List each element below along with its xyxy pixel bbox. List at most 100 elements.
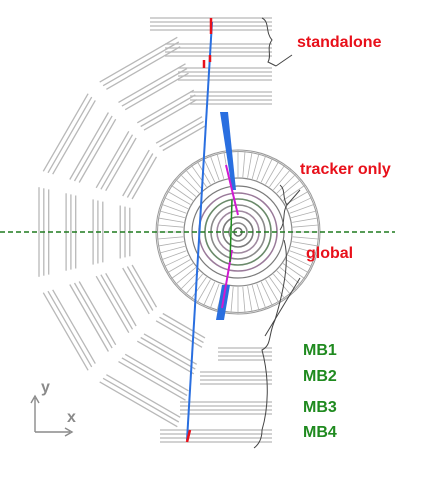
standalone-label: standalone [297, 34, 382, 51]
calorimeter-cell [292, 236, 320, 240]
calorimeter-cell [170, 184, 194, 201]
calorimeter-cell [287, 196, 313, 210]
calorimeter-cell [157, 217, 184, 223]
chamber-segment [99, 36, 178, 83]
chamber-segment [100, 134, 134, 190]
calorimeter-cell [269, 164, 286, 188]
chamber-segment [140, 94, 196, 128]
calorimeter-cell [179, 270, 200, 291]
calorimeter-cell [285, 259, 310, 274]
chamber-segment [126, 153, 154, 198]
station-label-mb3: MB3 [303, 399, 337, 416]
chamber-segment [126, 266, 154, 311]
chamber-segment [124, 353, 189, 392]
track-thick-upper [220, 112, 236, 190]
chamber-segment [143, 333, 198, 365]
muon-track [185, 18, 239, 443]
station-label-mb2: MB2 [303, 368, 337, 385]
calorimeter-cell [202, 281, 216, 307]
chamber-segment [159, 316, 204, 344]
calorimeter-cell [174, 178, 197, 197]
chamber-segment [136, 89, 195, 124]
calorimeter-cell [190, 164, 207, 188]
chamber-segment [95, 130, 130, 189]
calorimeter-cell [179, 173, 200, 194]
chamber-segment [155, 320, 203, 348]
tracker-pointer [286, 189, 301, 206]
calorimeter-cell [247, 286, 253, 313]
station-label-mb1: MB1 [303, 342, 337, 359]
calorimeter-cell [273, 273, 292, 296]
calorimeter-cell [251, 284, 260, 312]
calorimeter-cell [282, 184, 306, 201]
calorimeter-cell [156, 236, 184, 240]
calorimeter-cell [247, 151, 253, 178]
global-brace [253, 239, 287, 449]
calorimeter-cell [265, 279, 280, 304]
chamber-segment [69, 284, 109, 352]
chamber-segment [73, 282, 113, 349]
calorimeter-cell [230, 286, 234, 314]
calorimeter-cell [196, 279, 211, 304]
chamber-segment [95, 275, 130, 334]
calorimeter-cell [166, 259, 191, 274]
calorimeter-cell [290, 210, 318, 219]
calorimeter-cell [174, 267, 197, 286]
chamber-segment [121, 357, 188, 397]
chamber-segment [122, 149, 150, 197]
standalone-brace [261, 17, 277, 67]
calorimeter-cell [265, 160, 280, 185]
chamber-segment [155, 116, 203, 144]
axis-y-label: y [41, 379, 50, 396]
calorimeter-cell [251, 152, 260, 180]
chamber-segment [100, 274, 134, 330]
global-label: global [306, 245, 354, 262]
track-blue [186, 21, 213, 441]
calorimeter-cell [292, 217, 319, 223]
chamber-segment [105, 137, 137, 192]
chamber-segment [69, 112, 109, 180]
chamber-segment [73, 115, 113, 182]
chamber-segment [122, 267, 150, 315]
chamber-segment [140, 336, 196, 370]
calorimeter-cell [290, 245, 318, 254]
chamber-segment [52, 100, 96, 175]
calorimeter-cell [289, 250, 316, 261]
calorimeter-cell [158, 245, 186, 254]
calorimeter-cell [209, 154, 220, 181]
chamber-segment [131, 264, 158, 308]
right-side-chambers [150, 17, 272, 443]
chamber-segment [121, 67, 188, 107]
chamber-segment [52, 289, 96, 364]
chamber-segment [143, 99, 198, 131]
calorimeter-cell [216, 152, 225, 180]
calorimeter-cell [273, 168, 292, 191]
standalone-pointer [275, 54, 293, 67]
calorimeter-cell [287, 254, 313, 268]
calorimeter-cell [276, 270, 297, 291]
calorimeter-cell [242, 150, 246, 178]
calorimeter-cell [163, 196, 189, 210]
calorimeter-cell [292, 224, 320, 228]
axis-x-label: x [67, 409, 76, 426]
calorimeter-cell [160, 203, 187, 214]
chamber-segment [118, 63, 186, 103]
calorimeter-cell [256, 154, 267, 181]
calorimeter-cell [190, 276, 207, 300]
chamber-segment [106, 374, 181, 418]
calorimeter-cell [260, 281, 274, 307]
chamber-segment [47, 96, 93, 174]
calorimeter-cell [160, 250, 187, 261]
chamber-segment [124, 72, 189, 111]
chamber-segment [102, 377, 180, 423]
chamber-segment [105, 272, 137, 327]
calorimeter-cell [256, 283, 267, 310]
track-green-core [229, 199, 233, 263]
calorimeter-cell [260, 157, 274, 183]
chamber-segment [78, 118, 117, 183]
chamber-segment [42, 292, 89, 371]
chamber-segment [162, 312, 206, 339]
global-pointer [264, 277, 301, 337]
chamber-segment [47, 290, 93, 368]
